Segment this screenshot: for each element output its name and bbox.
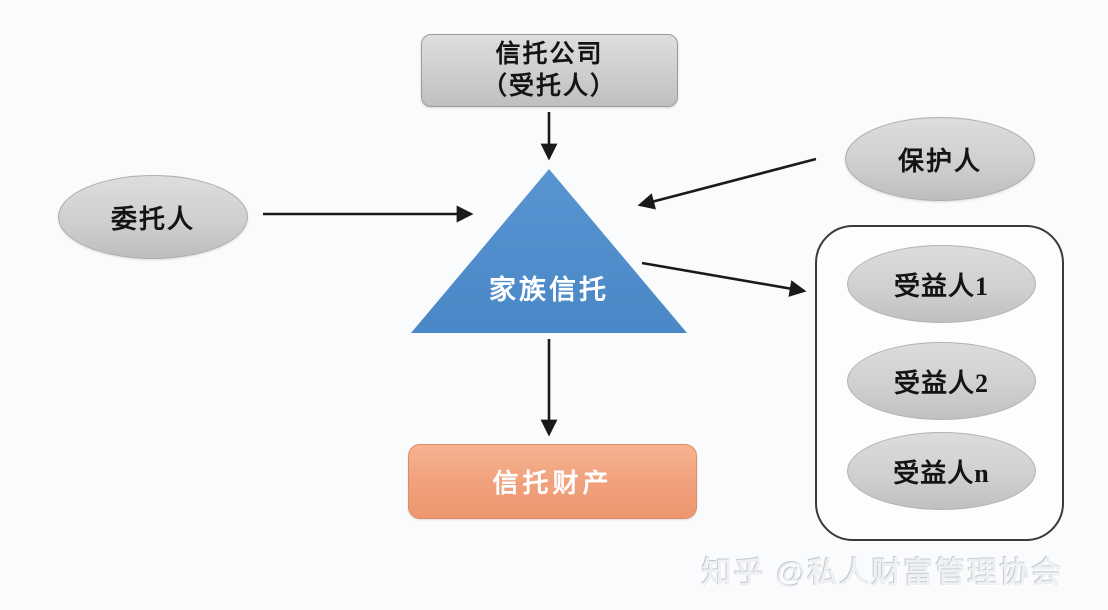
family-trust-label: 家族信托 (489, 275, 609, 305)
beneficiaries-group: 受益人1 受益人2 受益人n (815, 225, 1064, 541)
node-settlor: 委托人 (58, 175, 248, 259)
node-beneficiary-1: 受益人1 (847, 245, 1036, 323)
protector-label: 保护人 (897, 146, 982, 176)
beneficiary-n-label: 受益人n (893, 458, 990, 488)
node-protector: 保护人 (845, 117, 1035, 201)
arrow-protector-to-trust (637, 157, 817, 210)
arrow-trust-to-beneficiaries (641, 261, 807, 297)
node-trustee-company: 信托公司 （受托人） (421, 34, 678, 107)
node-trust-property: 信托财产 (408, 444, 697, 519)
trustee-label-line2: （受托人） (481, 72, 617, 100)
settlor-label: 委托人 (110, 204, 195, 234)
trust-property-label: 信托财产 (492, 469, 613, 498)
zhihu-watermark: 知乎 @私人财富管理协会 (702, 557, 1064, 590)
node-family-trust-triangle: 家族信托 (411, 169, 687, 333)
beneficiary-1-label: 受益人1 (893, 271, 989, 301)
trustee-label-line1: 信托公司 (495, 40, 604, 68)
node-beneficiary-2: 受益人2 (847, 342, 1036, 420)
node-beneficiary-n: 受益人n (847, 432, 1036, 510)
beneficiary-2-label: 受益人2 (893, 368, 989, 398)
